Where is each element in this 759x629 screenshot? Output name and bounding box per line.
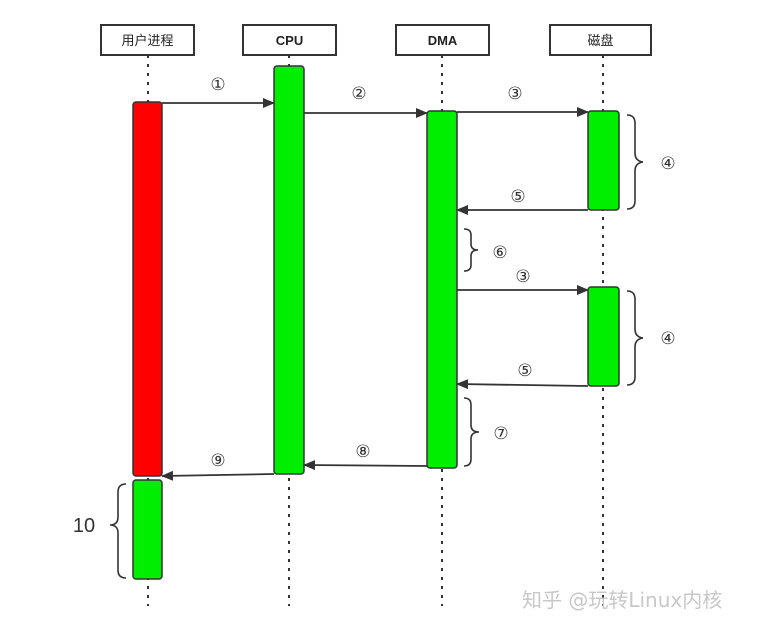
braces	[109, 114, 644, 579]
brace-label: ⑥	[492, 243, 507, 263]
message-label: ②	[351, 84, 366, 104]
participant-label: 用户进程	[121, 33, 173, 49]
message-label: ③	[507, 84, 522, 104]
brace-right	[463, 397, 480, 467]
participant-label: CPU	[276, 33, 303, 48]
messages: ① ② ③ ⑤ ③ ⑤ ⑧ ⑨	[161, 75, 589, 481]
brace-label: ⑦	[493, 424, 508, 444]
brace-label: ④	[660, 154, 675, 174]
participant-cpu: CPU	[242, 24, 337, 56]
participant-disk: 磁盘	[549, 24, 652, 56]
participant-label: DMA	[428, 33, 458, 48]
brace-labels: ④ ⑥ ④ ⑦ 10	[73, 154, 676, 537]
participant-dma: DMA	[395, 24, 490, 56]
message-label: ⑧	[355, 442, 370, 462]
brace-label: ④	[660, 329, 675, 349]
message-arrow	[303, 460, 428, 471]
brace-left	[109, 483, 127, 579]
watermark: 知乎 @玩转Linux内核	[522, 588, 723, 612]
participant-user: 用户进程	[100, 24, 195, 56]
activation-user-resume	[132, 479, 163, 580]
message-label: ①	[210, 75, 225, 95]
brace-right	[626, 290, 644, 386]
brace-right	[463, 228, 479, 272]
brace-right	[626, 114, 644, 210]
activation-disk-1	[587, 110, 620, 211]
activations	[132, 65, 620, 580]
message-label: ③	[515, 267, 530, 287]
message-label: ⑤	[510, 187, 525, 207]
message-label: ⑤	[517, 361, 532, 381]
lifelines	[147, 55, 604, 606]
message-label: ⑨	[210, 451, 225, 471]
activation-cpu	[273, 65, 305, 475]
message-arrow	[456, 379, 589, 390]
message-arrow	[161, 470, 275, 481]
activation-user-blocked	[132, 101, 163, 477]
activation-dma	[426, 110, 458, 469]
activation-disk-2	[587, 286, 620, 387]
brace-label: 10	[73, 515, 95, 537]
participant-label: 磁盘	[587, 33, 613, 49]
